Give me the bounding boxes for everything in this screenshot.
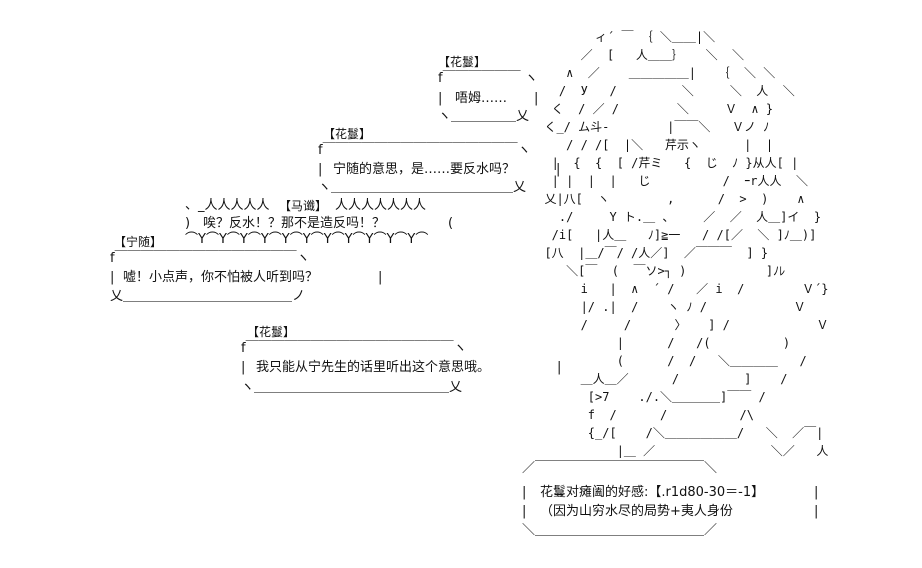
status-side: |: [814, 485, 819, 500]
speaker-label: 【马谶】: [279, 199, 328, 213]
bubble-border: ヽ＿＿＿＿＿乂: [438, 109, 530, 124]
bubble-border: f￣￣￣￣￣￣￣￣￣￣￣￣￣￣ヽ: [110, 251, 310, 266]
status-border-top: ／￣￣￣￣￣￣￣￣￣￣￣￣￣＼: [522, 461, 718, 476]
dialogue-text: 唔姆……: [455, 91, 508, 106]
bubble-side: (: [448, 216, 454, 231]
dialogue-text: 我只能从宁先生的话里听出这个意思哦。: [256, 360, 491, 375]
bubble-side: |: [318, 162, 323, 177]
status-side: |: [522, 485, 527, 500]
speaker-label: 【花鬘】: [247, 325, 296, 339]
status-border-bottom: ＼＿＿＿＿＿＿＿＿＿＿＿＿＿／: [522, 523, 718, 538]
bubble-side: |: [110, 270, 115, 285]
ascii-art-figure: ィ´ ￣ ｛ ＼＿＿|＼ ／ [ 人＿＿｝ ＼ ＼ ∧ ／ ＿＿＿＿＿| ｛ ＼…: [544, 30, 829, 458]
bubble-border: f￣￣￣￣￣￣ ヽ: [438, 71, 538, 86]
bubble-side: |: [378, 270, 383, 285]
bubble-side: |: [438, 91, 443, 106]
dialogue-text: 宁随的意思，是……要反水吗？: [333, 162, 516, 177]
bubble-side: |: [556, 162, 561, 177]
bubble-border: f￣￣￣￣￣￣￣￣￣￣￣￣￣￣￣ヽ: [318, 143, 531, 158]
bubble-border: 乂＿＿＿＿＿＿＿＿＿＿＿＿＿ノ: [110, 289, 306, 304]
bubble-border: f￣￣￣￣￣￣￣￣￣￣￣￣￣￣￣￣ヽ: [241, 341, 467, 356]
bubble-border: 、_人人人人人: [185, 198, 270, 213]
speaker-label: 【宁随】: [114, 235, 163, 249]
bubble-border: ヽ＿＿＿＿＿＿＿＿＿＿＿＿＿＿乂: [318, 180, 527, 195]
status-line-2: （因为山穷水尽的局势+夷人身份: [540, 504, 733, 519]
bubble-border: ヽ＿＿＿＿＿＿＿＿＿＿＿＿＿＿＿乂: [241, 380, 463, 395]
status-line-1: 花鬘对瘫阖的好感:【.r1d80-30＝-1】: [540, 485, 765, 500]
dialogue-text: 嘘！小点声，你不怕被人听到吗？: [123, 270, 319, 285]
bubble-side: |: [241, 360, 246, 375]
bubble-side: |: [557, 360, 562, 375]
bubble-border: ⌒Y⌒Y⌒Y⌒Y⌒Y⌒Y⌒Y⌒Y⌒Y⌒Y⌒Y⌒: [185, 232, 429, 247]
bubble-border: 人人人人人人人: [335, 198, 427, 213]
status-side: |: [814, 504, 819, 519]
speaker-label: 【花鬘】: [323, 127, 372, 141]
bubble-side: ): [185, 216, 191, 231]
bubble-side: |: [534, 91, 539, 106]
status-side: |: [522, 504, 527, 519]
dialogue-text: 唉？反水！？那不是造反吗！？: [203, 216, 386, 231]
speaker-label: 【花鬘】: [438, 55, 487, 69]
